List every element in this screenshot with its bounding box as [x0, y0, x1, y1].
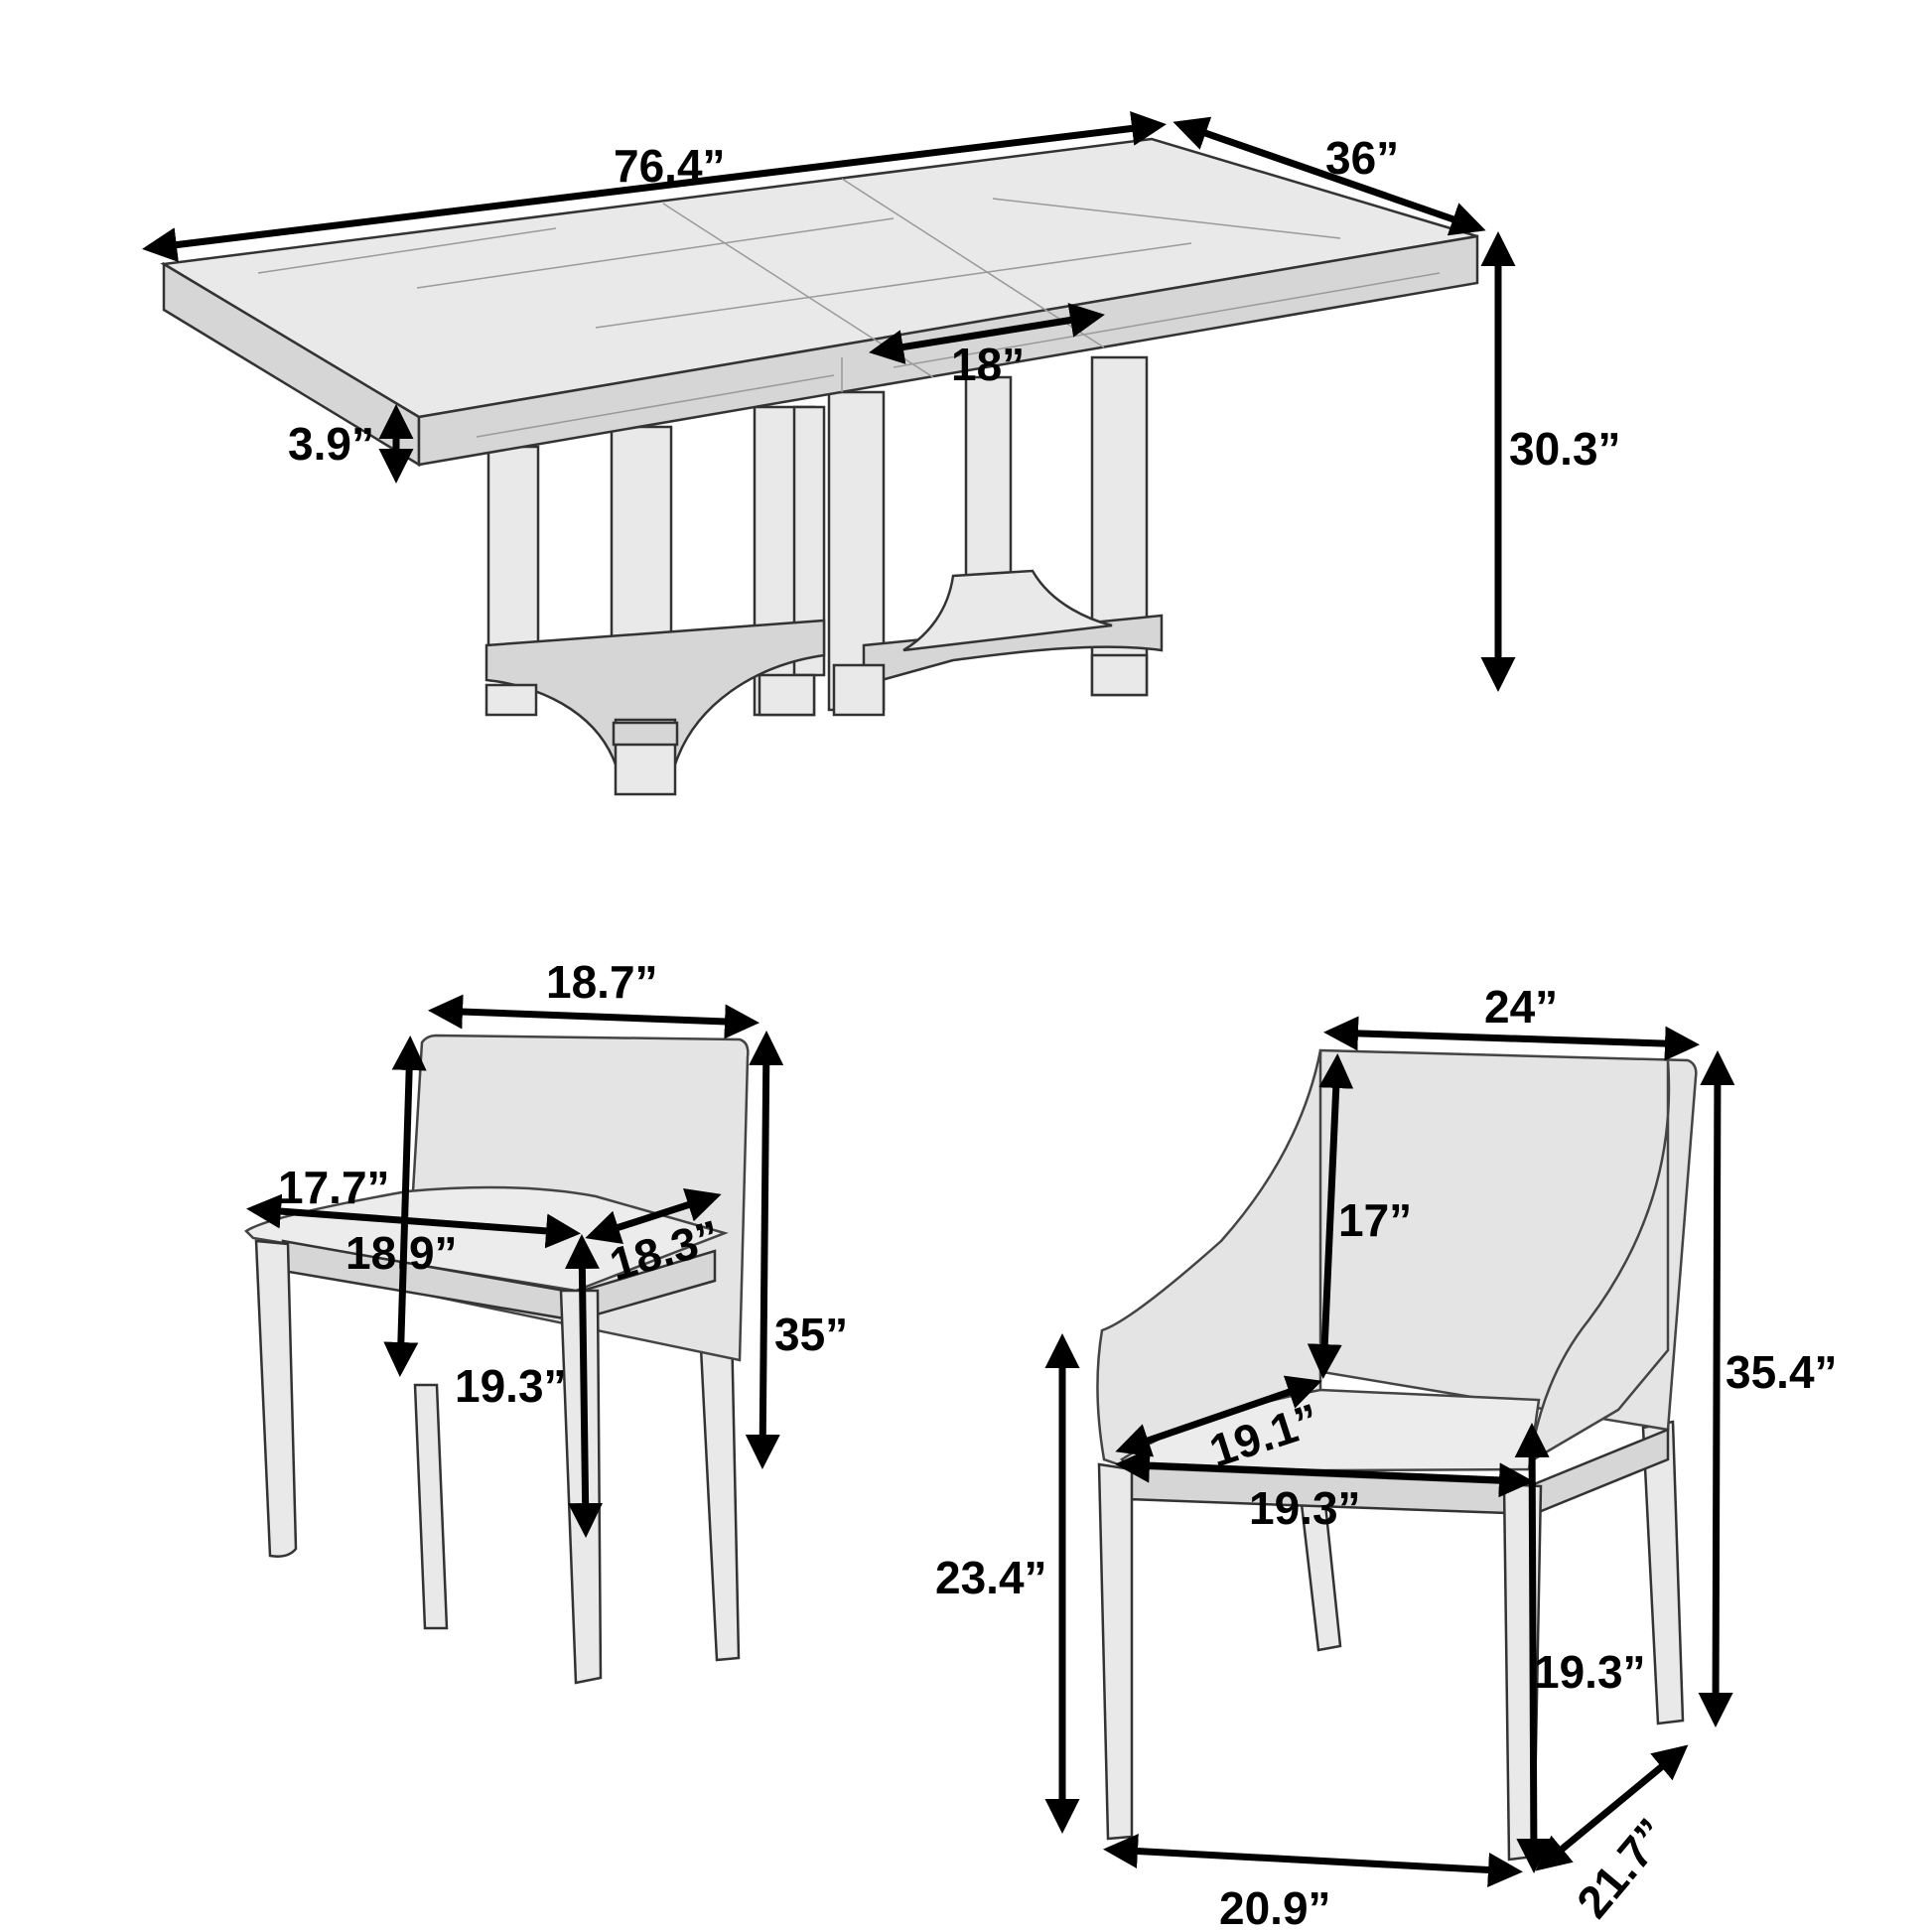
- side-chair-back-height-label: 17.7”: [278, 1162, 390, 1213]
- arm-chair-seat-depth-arrow: [1115, 1375, 1322, 1457]
- side-chair-seat-height-label: 19.3”: [455, 1360, 567, 1412]
- side-chair-height-arrow: [745, 1031, 784, 1469]
- table-top-thickness-label: 3.9”: [288, 418, 374, 470]
- side-chair-seat-depth-arrow: [585, 1187, 722, 1245]
- table-width-label: 36”: [1325, 132, 1399, 184]
- side-chair-seat-width-arrow: [246, 1193, 581, 1249]
- arm-chair-back-height-arrow: [1307, 1053, 1354, 1379]
- arm-chair-seat-width-label: 19.3”: [1249, 1482, 1361, 1534]
- side-chair-back-height-arrow: [383, 1035, 427, 1377]
- arm-chair: 24” 17” 35.4” 23.4” 19.1” 19.3” 19.3” 20…: [935, 981, 1838, 1932]
- side-chair-seat-height-arrow: [564, 1234, 604, 1538]
- arm-chair-base-depth-arrow: [1535, 1744, 1689, 1871]
- arm-chair-seat-width-arrow: [1115, 1448, 1534, 1498]
- table-width-arrow: [1173, 116, 1486, 236]
- arm-chair-back-width-label: 24”: [1484, 981, 1558, 1033]
- table-pedestal-left: [484, 405, 826, 796]
- table-length-label: 76.4”: [614, 140, 726, 192]
- table-length-arrow: [142, 111, 1167, 262]
- arm-chair-height-arrow: [1698, 1050, 1735, 1727]
- arm-chair-back-height-label: 17”: [1338, 1194, 1412, 1246]
- dining-table: 76.4” 36” 30.3” 18” 3.9”: [142, 111, 1621, 796]
- arm-chair-base-width-arrow: [1103, 1834, 1523, 1887]
- back-leg-left: [413, 1383, 449, 1630]
- arm-chair-height-label: 35.4”: [1725, 1346, 1838, 1398]
- table-height-label: 30.3”: [1509, 423, 1621, 475]
- side-chair-seat-width-label: 18.9”: [345, 1227, 458, 1279]
- arm-chair-base-depth-label: 21.7”: [1567, 1809, 1678, 1928]
- side-chair: 18.7” 17.7” 35” 18.9” 18.3” 19.3”: [244, 956, 848, 1685]
- arm-front-leg-left: [1097, 1462, 1134, 1841]
- side-chair-back-width-label: 18.7”: [546, 956, 658, 1008]
- table-pedestal-right: [827, 355, 1164, 717]
- arm-chair-left-arm: [1096, 1049, 1322, 1469]
- arm-chair-arm-height-label: 23.4”: [935, 1552, 1047, 1603]
- arm-chair-back-width-arrow: [1323, 1016, 1700, 1061]
- arm-chair-base-width-label: 20.9”: [1219, 1882, 1331, 1932]
- front-leg-left: [254, 1239, 298, 1558]
- table-leaf-label: 18”: [951, 339, 1025, 390]
- table-leaf-arrow: [869, 303, 1105, 364]
- arm-chair-seat-height-arrow: [1514, 1423, 1552, 1873]
- side-chair-height-label: 35”: [774, 1309, 848, 1360]
- side-chair-back-width-arrow: [428, 994, 759, 1039]
- arm-chair-seat-height-label: 19.3”: [1534, 1646, 1646, 1698]
